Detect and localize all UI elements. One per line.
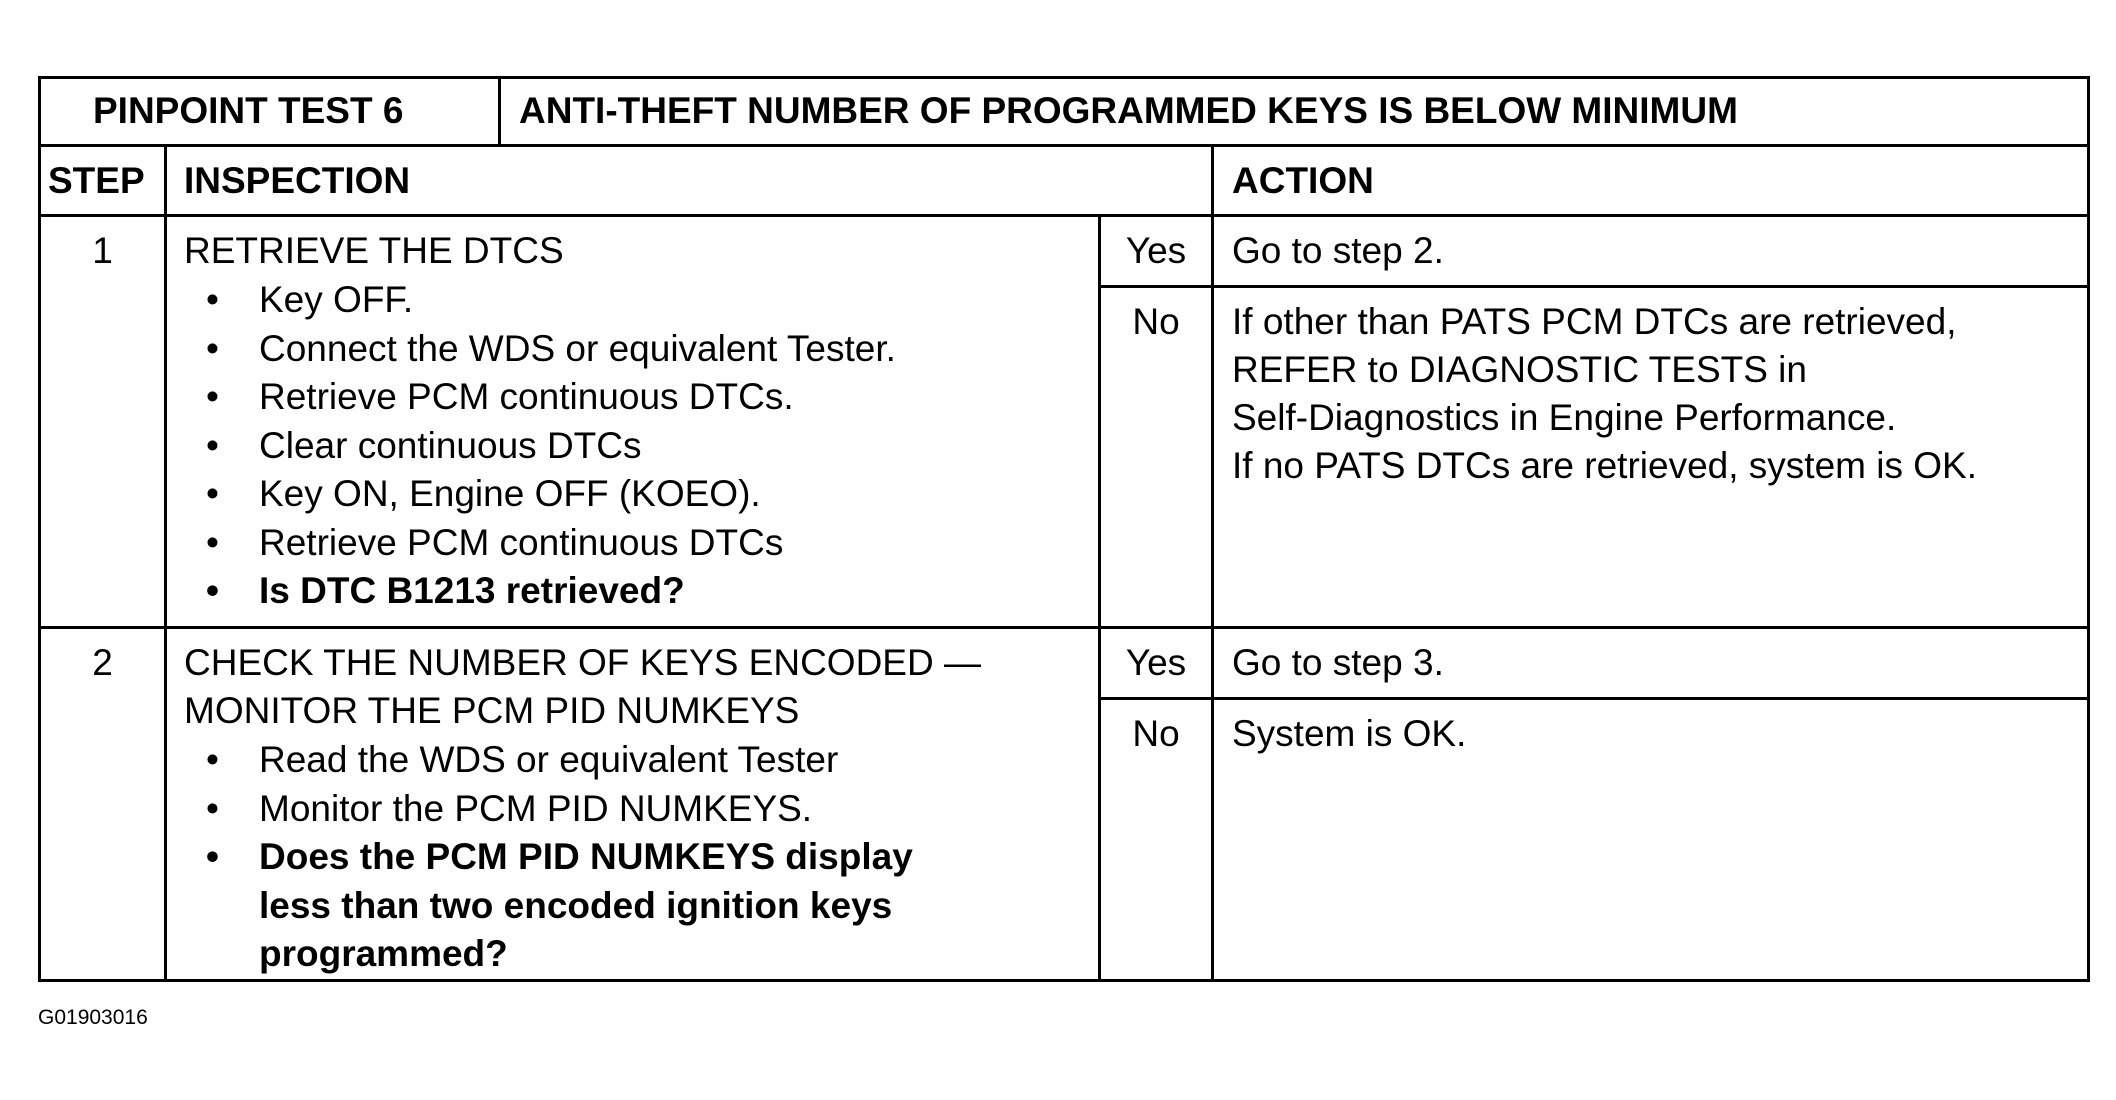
step-number: 2 xyxy=(92,642,113,683)
action-line: If no PATS DTCs are retrieved, system is… xyxy=(1232,445,1977,486)
bullet-icon: • xyxy=(206,376,219,417)
bullet-icon: • xyxy=(206,521,219,563)
list-item: •Clear continuous DTCs xyxy=(184,422,896,471)
no-label: No xyxy=(1132,713,1180,754)
bullet-icon: • xyxy=(206,473,219,514)
list-item: •Connect the WDS or equivalent Tester. xyxy=(184,325,896,374)
action-line: System is OK. xyxy=(1232,713,1467,754)
no-label: No xyxy=(1132,301,1180,342)
action-line: REFER to DIAGNOSTIC TESTS in xyxy=(1232,349,1807,390)
list-item: •Retrieve PCM continuous DTCs xyxy=(184,519,896,568)
bullet-icon: • xyxy=(206,570,219,611)
divider xyxy=(41,214,2087,217)
divider xyxy=(498,79,501,145)
inspection-title-line: MONITOR THE PCM PID NUMKEYS xyxy=(184,690,800,731)
bullet-icon: • xyxy=(206,279,219,320)
inspection-question: •Is DTC B1213 retrieved? xyxy=(184,567,896,616)
test-label: PINPOINT TEST 6 xyxy=(93,90,404,131)
column-header-action: ACTION xyxy=(1232,160,1374,201)
list-item: •Retrieve PCM continuous DTCs. xyxy=(184,373,896,422)
no-action: If other than PATS PCM DTCs are retrieve… xyxy=(1232,298,1977,490)
yes-action: Go to step 2. xyxy=(1232,230,1444,271)
yes-action: Go to step 3. xyxy=(1232,642,1444,683)
yes-label: Yes xyxy=(1125,642,1187,683)
yes-label: Yes xyxy=(1125,230,1187,271)
action-line: If other than PATS PCM DTCs are retrieve… xyxy=(1232,301,1957,342)
inspection-title: CHECK THE NUMBER OF KEYS ENCODED — MONIT… xyxy=(184,639,981,735)
divider xyxy=(41,626,2087,629)
divider xyxy=(1098,215,1101,979)
inspection-title-line: CHECK THE NUMBER OF KEYS ENCODED — xyxy=(184,642,981,683)
list-item: •Monitor the PCM PID NUMKEYS. xyxy=(184,785,913,834)
figure-id: G01903016 xyxy=(38,1006,148,1029)
bullet-icon: • xyxy=(206,327,219,369)
test-title: ANTI-THEFT NUMBER OF PROGRAMMED KEYS IS … xyxy=(519,90,1738,131)
action-line: Self-Diagnostics in Engine Performance. xyxy=(1232,397,1897,438)
divider xyxy=(1098,285,2087,288)
divider xyxy=(41,144,2087,147)
step-number: 1 xyxy=(92,230,113,271)
column-header-inspection: INSPECTION xyxy=(184,160,411,201)
no-action: System is OK. xyxy=(1232,710,1466,758)
list-item: •Key OFF. xyxy=(184,276,896,325)
pinpoint-test-table: PINPOINT TEST 6 ANTI-THEFT NUMBER OF PRO… xyxy=(38,76,2090,982)
list-item: •Key ON, Engine OFF (KOEO). xyxy=(184,470,896,519)
divider xyxy=(1098,697,2087,700)
column-header-step: STEP xyxy=(48,160,145,201)
divider xyxy=(164,145,167,979)
bullet-icon: • xyxy=(206,836,219,877)
bullet-icon: • xyxy=(206,739,219,780)
inspection-title: RETRIEVE THE DTCS xyxy=(184,230,564,271)
bullet-icon: • xyxy=(206,787,219,829)
inspection-steps-list: •Key OFF. •Connect the WDS or equivalent… xyxy=(184,276,896,616)
divider xyxy=(1211,145,1214,979)
bullet-icon: • xyxy=(206,424,219,466)
inspection-steps-list: •Read the WDS or equivalent Tester •Moni… xyxy=(184,736,913,979)
list-item: •Read the WDS or equivalent Tester xyxy=(184,736,913,785)
